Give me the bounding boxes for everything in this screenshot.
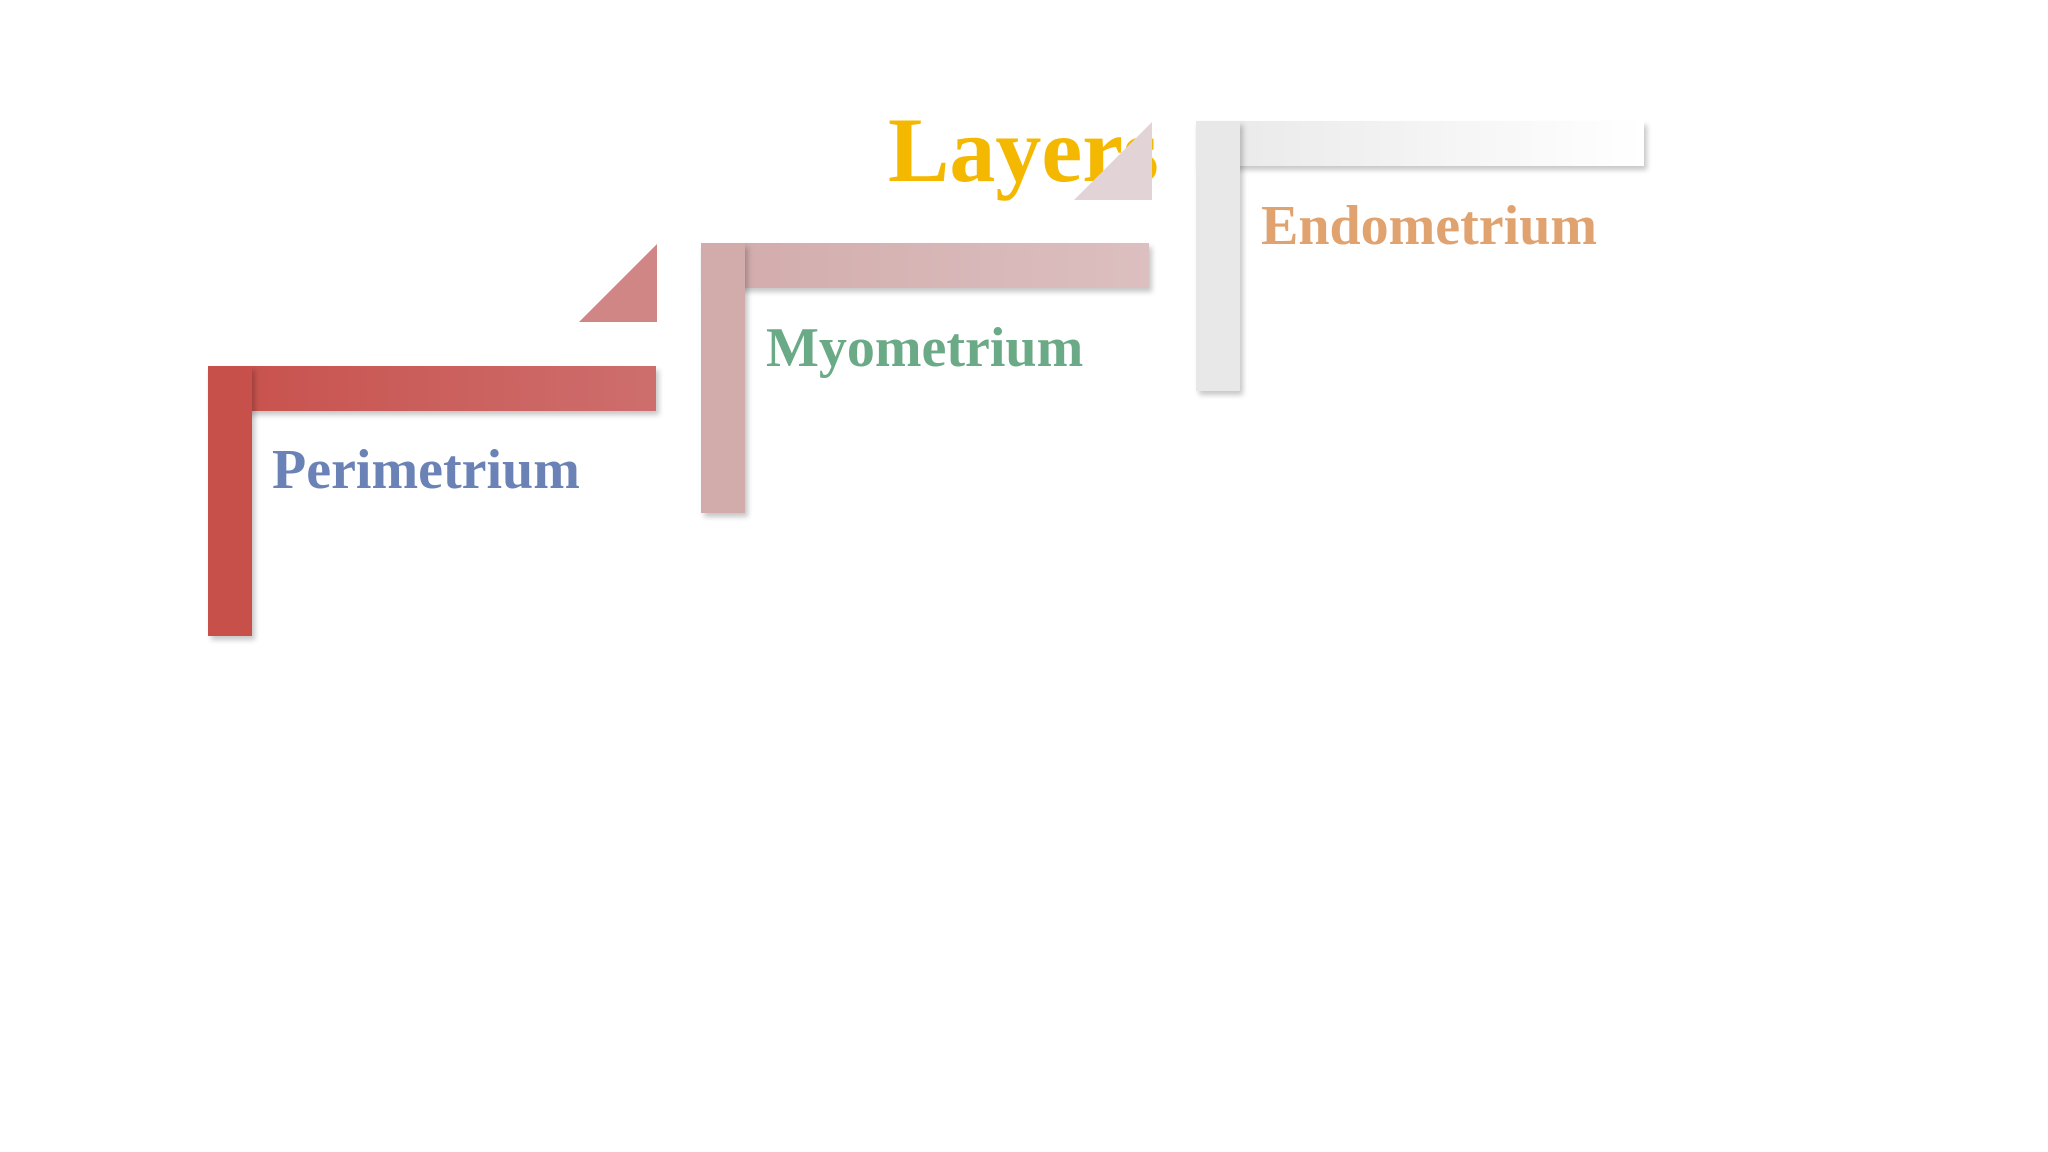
step-myometrium-horizontal-bar <box>701 243 1149 288</box>
step-myometrium-label: Myometrium <box>766 317 1084 379</box>
step-perimetrium-fold-shape <box>579 244 657 322</box>
step-myometrium-fold-triangle <box>1074 122 1152 200</box>
step-perimetrium-horizontal-bar <box>208 366 656 411</box>
step-myometrium-fold-shape <box>1074 122 1152 200</box>
step-endometrium-horizontal-bar <box>1196 121 1644 166</box>
step-endometrium-label: Endometrium <box>1261 195 1597 257</box>
step-endometrium-vertical-bar <box>1196 121 1240 391</box>
step-myometrium-vertical-bar <box>701 243 745 513</box>
step-perimetrium-label: Perimetrium <box>272 439 580 501</box>
step-perimetrium-vertical-bar <box>208 366 252 636</box>
step-perimetrium-fold-triangle <box>579 244 657 322</box>
